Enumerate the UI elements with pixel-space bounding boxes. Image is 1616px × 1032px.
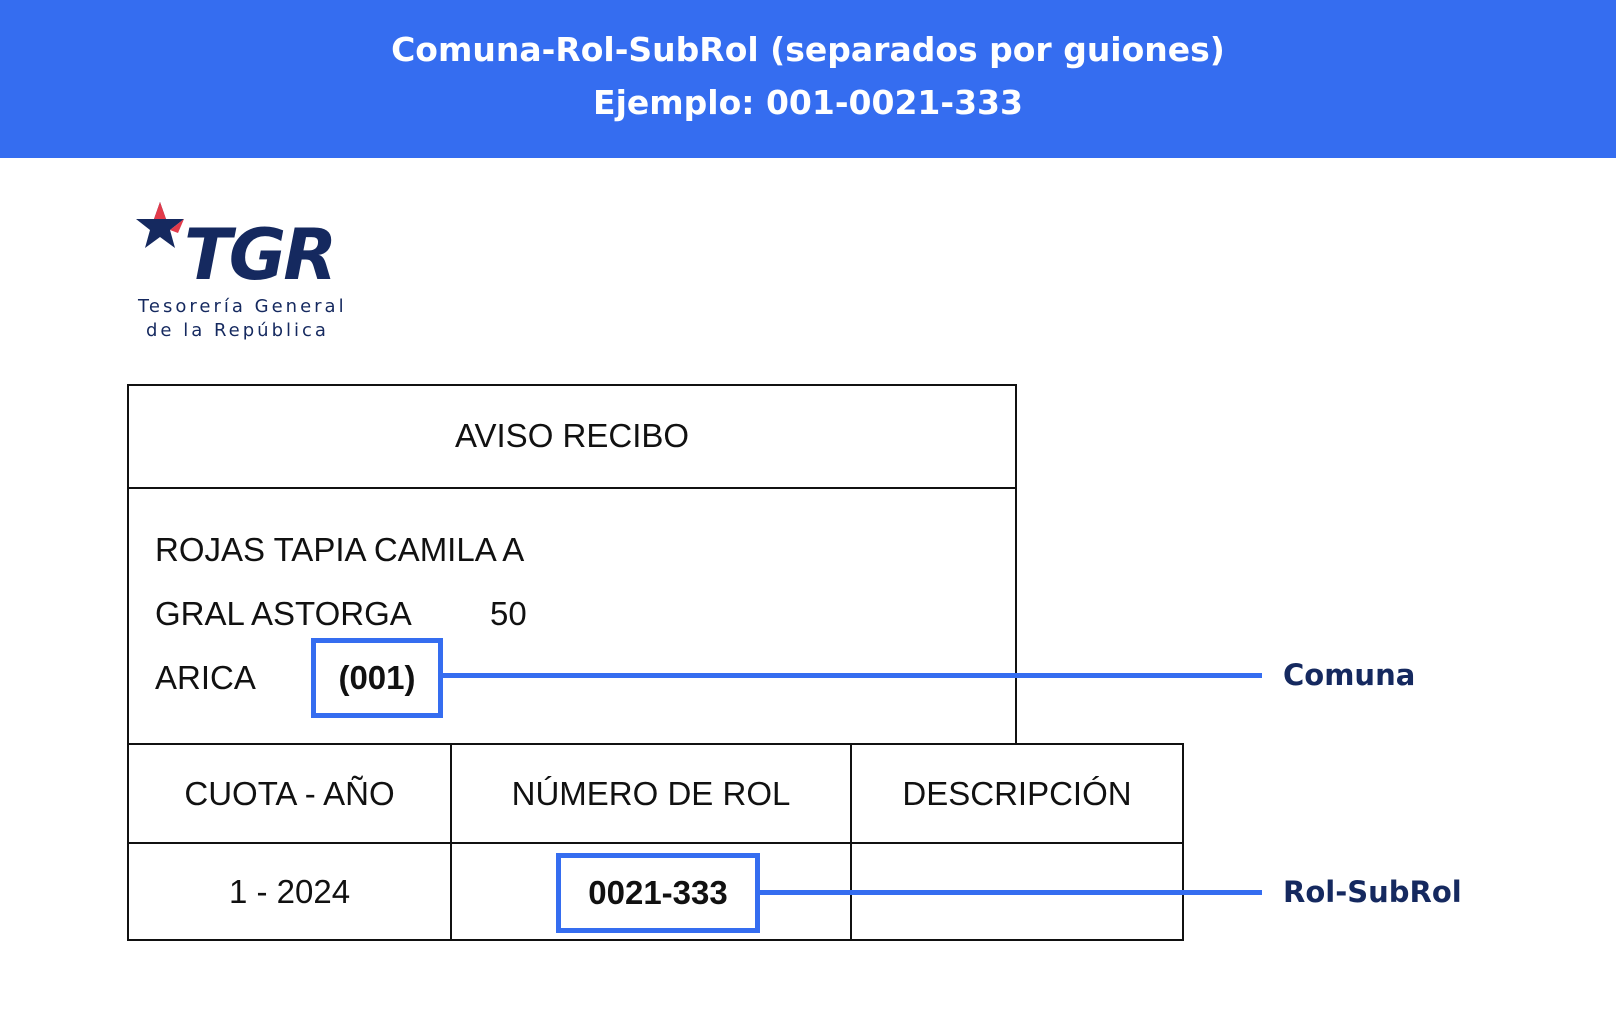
banner-format-line: Comuna-Rol-SubRol (separados por guiones… bbox=[391, 30, 1225, 69]
table-cell-cuota: 1 - 2024 bbox=[127, 842, 452, 941]
street-number: 50 bbox=[490, 595, 527, 632]
comuna-code-highlight: (001) bbox=[311, 638, 443, 718]
rol-connector-line bbox=[758, 890, 1262, 895]
rol-subrol-highlight: 0021-333 bbox=[556, 853, 760, 933]
tgr-logo-mark: TGR bbox=[136, 202, 337, 295]
table-header-descripcion: DESCRIPCIÓN bbox=[850, 743, 1184, 844]
tgr-logo: TGR bbox=[132, 200, 362, 350]
notice-title: AVISO RECIBO bbox=[454, 417, 690, 454]
table-header-cuota: CUOTA - AÑO bbox=[127, 743, 452, 844]
logo-caption: Tesorería General de la República bbox=[138, 295, 368, 343]
city-name: ARICA bbox=[155, 659, 256, 696]
logo-caption-line1: Tesorería General bbox=[138, 296, 347, 317]
comuna-callout-label: Comuna bbox=[1283, 658, 1416, 692]
banner-example-line: Ejemplo: 001-0021-333 bbox=[593, 83, 1023, 122]
street-name: GRAL ASTORGA bbox=[155, 595, 412, 632]
star-icon bbox=[136, 202, 184, 248]
logo-wordmark: TGR bbox=[184, 214, 334, 295]
instruction-banner: Comuna-Rol-SubRol (separados por guiones… bbox=[0, 0, 1616, 158]
comuna-connector-line bbox=[440, 673, 1262, 678]
rol-subrol-callout-label: Rol-SubRol bbox=[1283, 875, 1462, 909]
star-accent-icon bbox=[154, 202, 166, 219]
logo-caption-line2: de la República bbox=[146, 320, 329, 341]
table-header-rol: NÚMERO DE ROL bbox=[450, 743, 852, 844]
recipient-name: ROJAS TAPIA CAMILA A bbox=[155, 531, 525, 568]
